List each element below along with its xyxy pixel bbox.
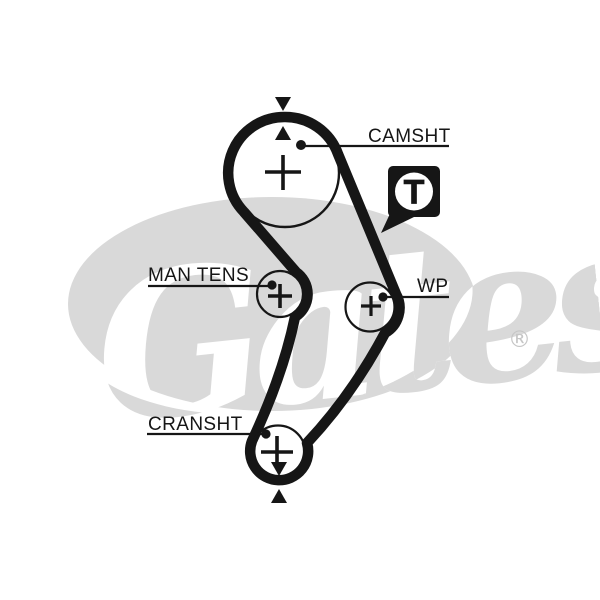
pulley-center-marks [261,155,381,468]
tensioner-badge-letter: T [404,174,425,212]
pulleys [229,117,396,482]
manual-tensioner-pulley [255,269,305,319]
manual-tensioner-label: MAN TENS [148,265,249,286]
water-pump-pulley [344,281,396,333]
manual-tensioner-leader-dot [267,280,277,290]
timing-mark-arrows [271,97,291,503]
manual-tensioner-cross-icon [268,284,292,308]
tensioner-badge: T [381,166,440,233]
crankshaft-leader-dot [261,429,271,439]
water-pump-label: WP [417,276,448,297]
crankshaft-label: CRANSHT [148,414,243,435]
top-outer-arrow-icon [275,97,291,111]
bottom-outer-arrow-icon [271,489,287,503]
tensioner-badge-tail [381,205,414,233]
top-inner-arrow-icon [275,126,291,140]
tensioner-badge-circle [395,172,433,211]
camshaft-leader-dot [296,140,306,150]
leader-lines [147,140,449,439]
water-pump-leader-dot [378,292,388,302]
camshaft-pulley [229,117,341,229]
component-labels: CAMSHT MAN TENS WP CRANSHT [148,126,451,435]
water-pump-cross-icon [361,296,381,316]
camshaft-cross-icon [265,155,301,190]
registered-trademark-icon: ® [508,327,531,353]
bottom-inner-arrow-icon [271,462,287,476]
camshaft-label: CAMSHT [368,126,451,147]
crankshaft-pulley [249,424,307,482]
